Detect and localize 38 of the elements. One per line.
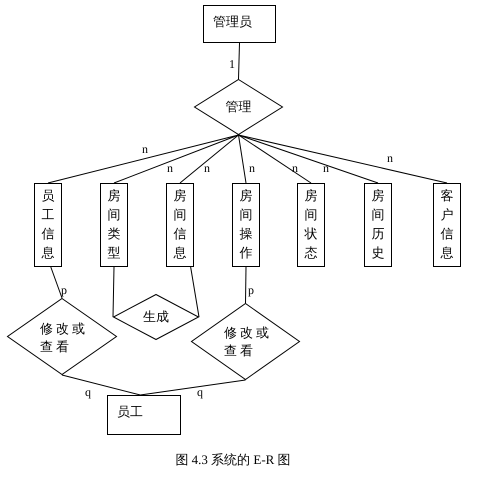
entity-box: 房间状态 <box>297 183 325 267</box>
relationship-diamond: 管理 <box>194 79 283 135</box>
cardinality-label: n <box>249 162 255 174</box>
cardinality-label: q <box>197 386 203 398</box>
cardinality-label: p <box>61 284 67 296</box>
connector-line <box>180 134 239 184</box>
connector-line <box>112 266 114 318</box>
connector-line <box>238 134 378 184</box>
connector-line <box>190 266 200 318</box>
connector-line <box>114 134 239 184</box>
connector-line <box>238 42 240 80</box>
connector-line <box>48 134 239 184</box>
entity-box: 员工 <box>107 395 181 435</box>
cardinality-label: n <box>387 152 393 164</box>
connector-line <box>140 380 246 396</box>
entity-box: 客户信息 <box>433 183 461 267</box>
cardinality-label: n <box>204 162 210 174</box>
entity-box: 房间信息 <box>166 183 194 267</box>
figure-caption: 图 4.3 系统的 E-R 图 <box>175 452 291 468</box>
cardinality-label: n <box>142 143 148 155</box>
cardinality-label: n <box>323 162 329 174</box>
cardinality-label: n <box>167 162 173 174</box>
entity-box: 员工信息 <box>34 183 62 267</box>
cardinality-label: q <box>85 386 91 398</box>
relationship-diamond: 生成 <box>113 294 199 340</box>
entity-box: 房间历史 <box>364 183 392 267</box>
connector-line <box>238 134 312 184</box>
connector-line <box>62 374 141 396</box>
relationship-diamond: 修改或查看 <box>191 303 300 380</box>
entity-box: 房间操作 <box>232 183 260 267</box>
cardinality-label: p <box>248 284 254 296</box>
entity-box: 管理员 <box>203 5 276 43</box>
entity-box: 房间类型 <box>100 183 128 267</box>
connector-line <box>245 266 246 304</box>
cardinality-label: 1 <box>229 58 235 70</box>
connector-line <box>238 134 448 184</box>
connector-line <box>238 134 246 184</box>
connector-line <box>50 266 62 298</box>
